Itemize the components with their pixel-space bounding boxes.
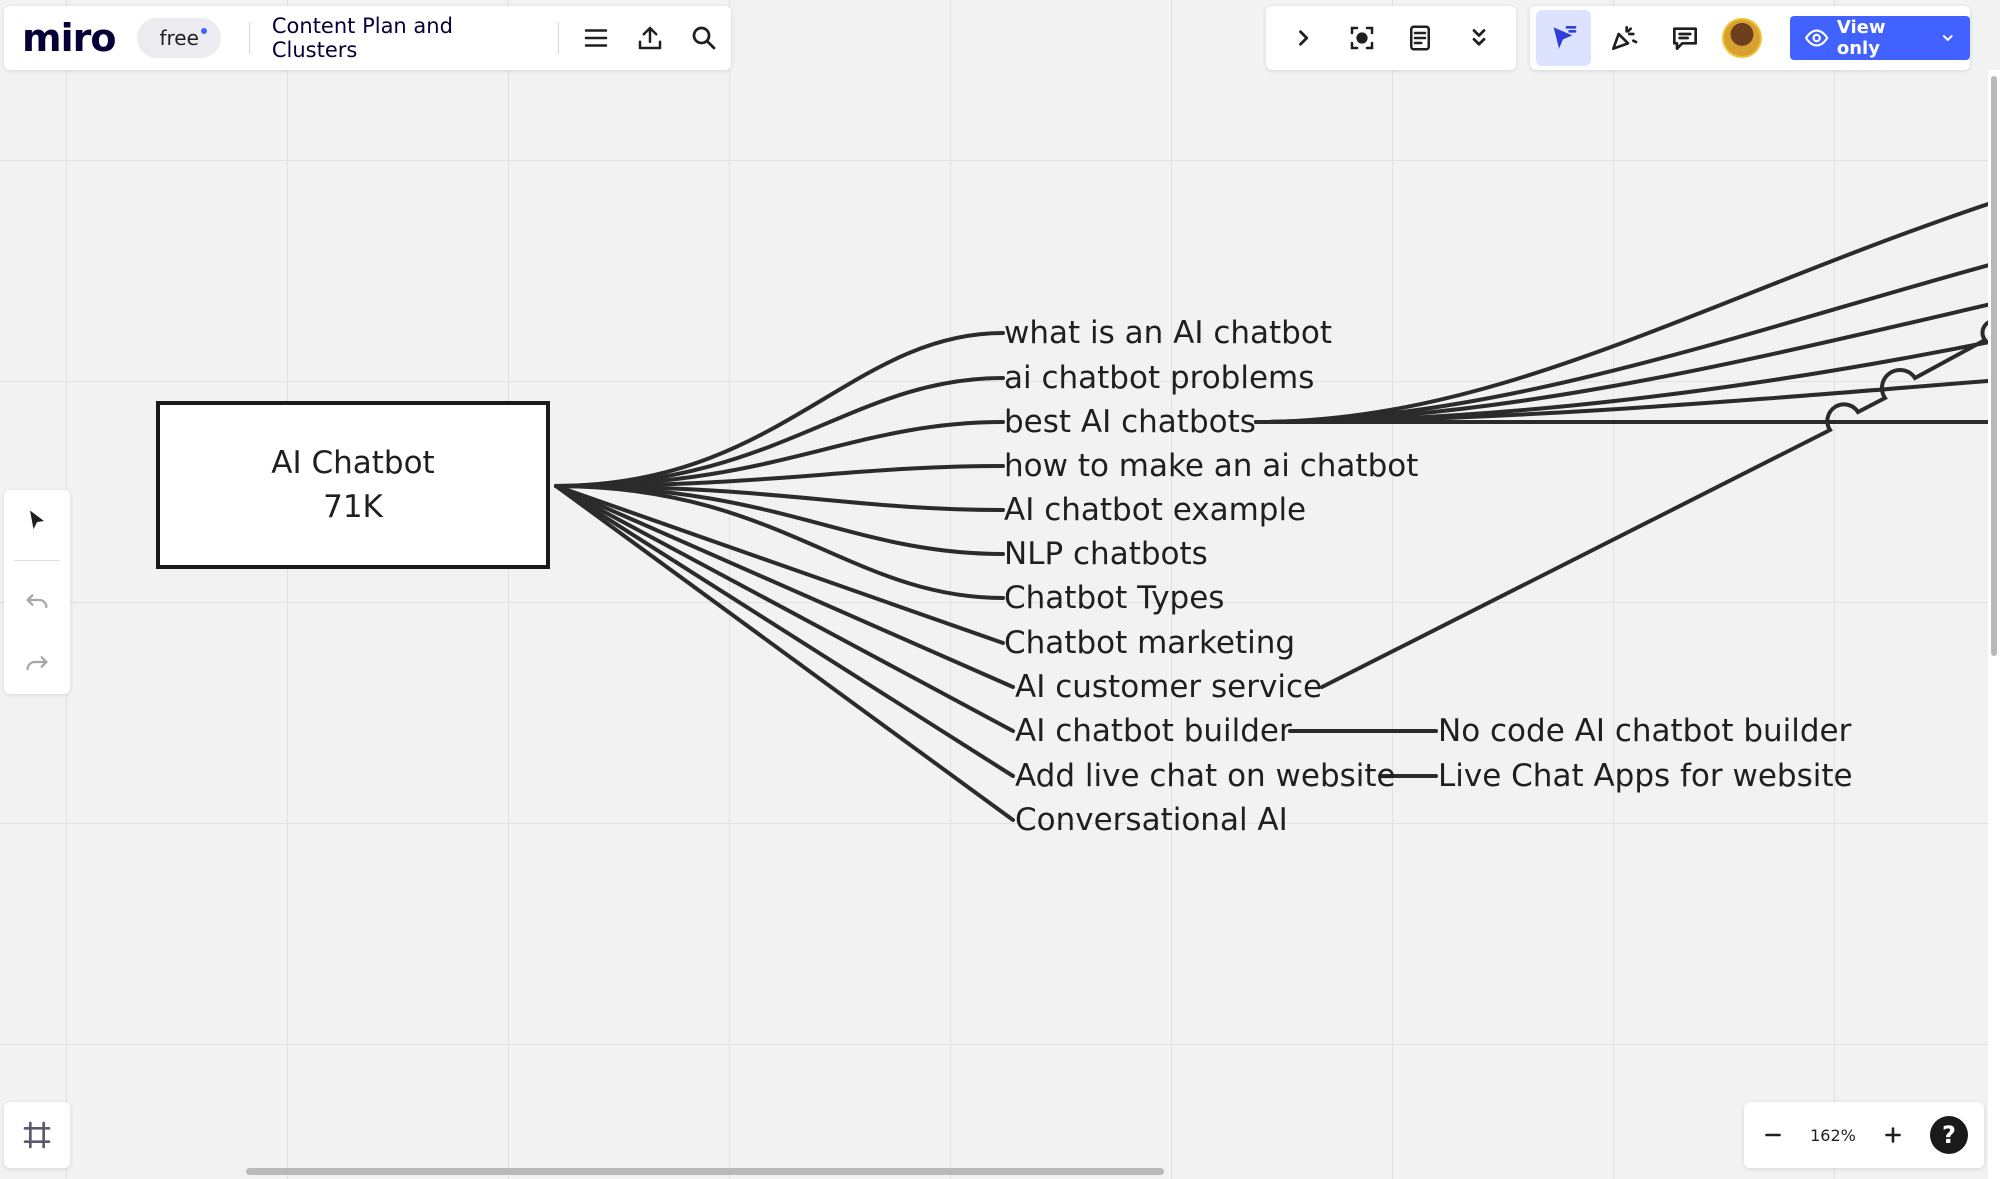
comments-button[interactable] bbox=[1658, 10, 1713, 66]
chevron-down-icon bbox=[1943, 35, 1954, 41]
vertical-scrollbar[interactable] bbox=[1991, 76, 1997, 656]
zoom-level[interactable]: 162% bbox=[1810, 1125, 1856, 1145]
undo-button[interactable] bbox=[4, 569, 70, 631]
branch-node[interactable]: how to make an ai chatbot bbox=[1004, 448, 1419, 484]
select-cursor-icon bbox=[1554, 26, 1577, 49]
divider bbox=[14, 560, 60, 561]
menu-button[interactable] bbox=[569, 10, 623, 66]
plan-badge-label: free bbox=[159, 26, 199, 50]
plus-icon bbox=[1885, 1127, 1901, 1143]
redo-icon bbox=[26, 656, 48, 671]
root-title: AI Chatbot bbox=[271, 445, 435, 481]
notification-dot bbox=[200, 28, 207, 34]
notes-button[interactable] bbox=[1392, 10, 1448, 66]
comment-icon bbox=[1672, 27, 1697, 50]
divider bbox=[557, 22, 559, 54]
collapse-button[interactable] bbox=[1275, 10, 1331, 66]
sub-branch-node[interactable]: No code AI chatbot builder bbox=[1438, 713, 1852, 749]
branch-node[interactable]: Conversational AI bbox=[1015, 802, 1288, 838]
zoom-in-button[interactable] bbox=[1880, 1122, 1906, 1148]
more-tools-button[interactable] bbox=[1451, 10, 1507, 66]
branch-node[interactable]: AI chatbot example bbox=[1004, 492, 1307, 528]
branch-node[interactable]: ai chatbot problems bbox=[1004, 360, 1315, 396]
reactions-button[interactable] bbox=[1597, 10, 1652, 66]
horizontal-scrollbar[interactable] bbox=[246, 1168, 1164, 1175]
board-title[interactable]: Content Plan and Clusters bbox=[271, 14, 453, 62]
branch-node[interactable]: Add live chat on website bbox=[1015, 758, 1396, 794]
redo-button[interactable] bbox=[4, 631, 70, 693]
focus-frame-icon bbox=[1350, 26, 1373, 50]
plan-badge[interactable]: free bbox=[137, 18, 221, 58]
notes-icon bbox=[1410, 25, 1431, 51]
focus-button[interactable] bbox=[1334, 10, 1390, 66]
select-cursor-icon bbox=[30, 510, 44, 530]
export-button[interactable] bbox=[623, 10, 677, 66]
frames-button[interactable] bbox=[4, 1102, 70, 1168]
branch-node[interactable]: what is an AI chatbot bbox=[1004, 315, 1332, 351]
help-button[interactable]: ? bbox=[1929, 1116, 1968, 1154]
undo-icon bbox=[26, 594, 48, 609]
miro-logo[interactable]: miro bbox=[22, 16, 116, 60]
board-tools-toolbar bbox=[1266, 6, 1516, 70]
hamburger-menu-icon bbox=[584, 29, 608, 47]
cursor-button[interactable] bbox=[1536, 10, 1591, 66]
eye-icon bbox=[1804, 29, 1828, 47]
branch-node[interactable]: Chatbot Types bbox=[1004, 580, 1225, 616]
celebrate-icon bbox=[1612, 26, 1638, 50]
search-icon bbox=[692, 26, 716, 50]
upload-icon bbox=[638, 26, 662, 50]
minus-icon bbox=[1765, 1133, 1781, 1137]
sub-branch-node[interactable]: Live Chat Apps for website bbox=[1438, 758, 1853, 794]
branch-node[interactable]: Chatbot marketing bbox=[1004, 625, 1296, 661]
branch-node[interactable]: NLP chatbots bbox=[1004, 536, 1208, 572]
branch-node[interactable]: AI chatbot builder bbox=[1015, 713, 1292, 749]
branch-node[interactable]: best AI chatbots bbox=[1004, 404, 1256, 440]
search-button[interactable] bbox=[677, 10, 731, 66]
mindmap-root-node[interactable]: AI Chatbot 71K bbox=[156, 401, 550, 569]
zoom-controls: 162% ? bbox=[1744, 1102, 1984, 1168]
avatar[interactable] bbox=[1722, 18, 1762, 58]
chevron-right-icon bbox=[1299, 30, 1309, 46]
divider bbox=[248, 22, 250, 54]
view-mode-button[interactable]: View only bbox=[1789, 16, 1971, 60]
branch-node[interactable]: AI customer service bbox=[1015, 669, 1323, 705]
board-toolbar: miro free Content Plan and Clusters bbox=[4, 6, 731, 70]
view-mode-label: View only bbox=[1836, 17, 1886, 59]
root-volume: 71K bbox=[323, 489, 383, 525]
double-chevron-down-icon bbox=[1472, 29, 1486, 46]
left-toolbar bbox=[4, 490, 70, 694]
collaboration-toolbar: View only bbox=[1530, 6, 1971, 70]
select-tool[interactable] bbox=[4, 490, 70, 552]
zoom-out-button[interactable] bbox=[1760, 1122, 1786, 1148]
frames-icon bbox=[23, 1121, 51, 1149]
